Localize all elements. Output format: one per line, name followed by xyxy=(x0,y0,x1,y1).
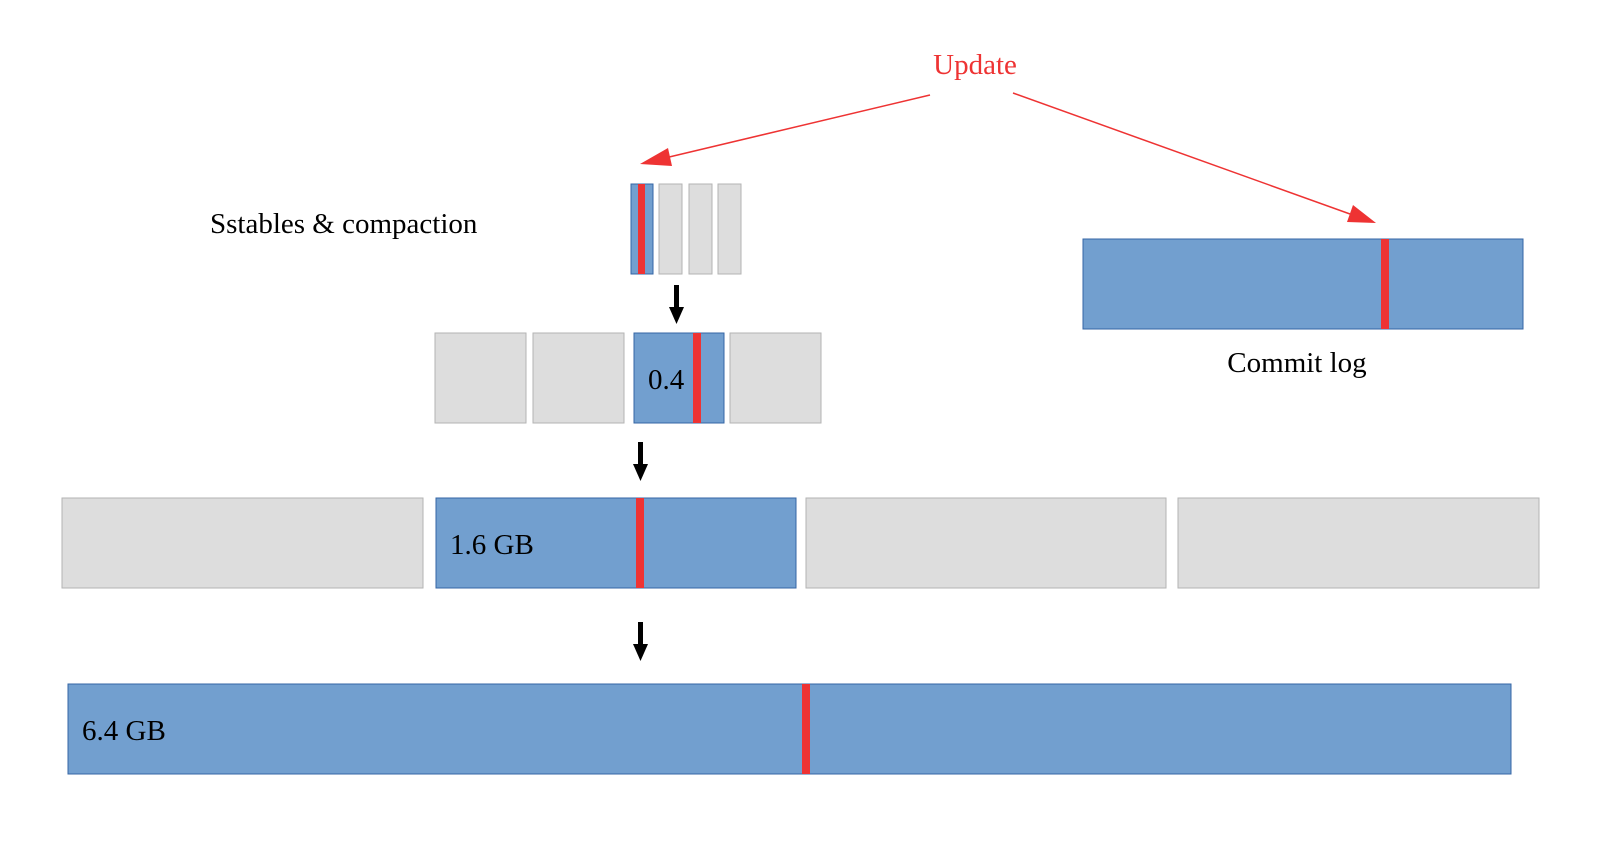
update-arrow-to-commit-log xyxy=(1012,92,1376,223)
sstable-block xyxy=(805,497,1167,589)
commit-log: Commit log xyxy=(1082,238,1524,379)
commit-log-bar xyxy=(1082,238,1524,330)
update-marker xyxy=(1381,239,1389,329)
sstable-block xyxy=(688,183,713,275)
level-1 xyxy=(630,183,742,275)
sstable-block xyxy=(658,183,683,275)
sstable-block-active xyxy=(435,497,797,589)
update-marker xyxy=(638,184,645,274)
sstable-block xyxy=(532,332,625,424)
sstable-block xyxy=(61,497,424,589)
update-marker xyxy=(802,684,810,774)
sstable-block xyxy=(1177,497,1540,589)
update-label: Update xyxy=(933,49,1017,81)
sstable-block-active xyxy=(633,332,725,424)
sstable-block xyxy=(434,332,527,424)
sstable-block xyxy=(717,183,742,275)
level-3-size-label: 1.6 GB xyxy=(450,529,534,561)
update-marker xyxy=(693,333,701,423)
level-4-size-label: 6.4 GB xyxy=(82,715,166,747)
update-arrow-to-sstable xyxy=(640,94,931,166)
compaction-arrow-down xyxy=(633,622,648,661)
update-marker xyxy=(636,498,644,588)
sstable-block-active xyxy=(67,683,1512,775)
compaction-arrow-down xyxy=(669,285,684,324)
level-3: 1.6 GB xyxy=(61,497,1540,589)
level-2-size-label: 0.4 xyxy=(648,364,685,396)
level-4: 6.4 GB xyxy=(67,683,1512,775)
commit-log-label: Commit log xyxy=(1227,347,1366,379)
level-2: 0.4 xyxy=(434,332,822,424)
sstables-label: Sstables & compaction xyxy=(210,208,478,240)
compaction-arrow-down xyxy=(633,442,648,481)
sstable-block xyxy=(729,332,822,424)
